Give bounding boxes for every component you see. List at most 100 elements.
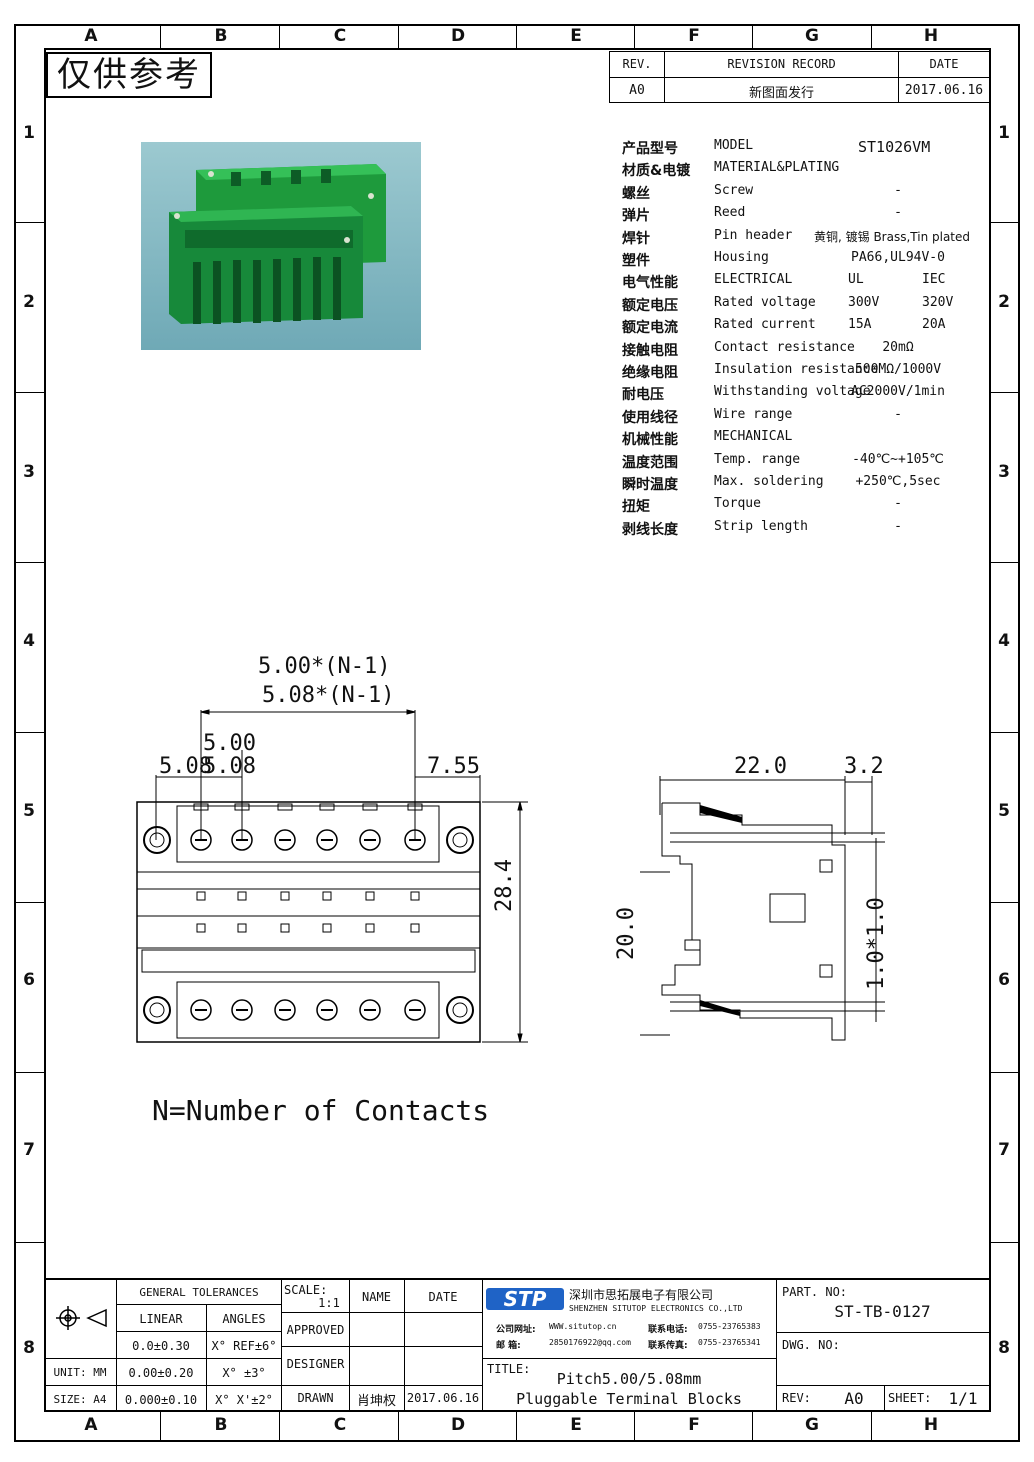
angles-label: ANGLES — [222, 1312, 266, 1326]
row-1-right: 1 — [998, 123, 1010, 143]
terminal-screw — [231, 829, 253, 851]
spec-value: UL — [848, 272, 864, 288]
drawn-date: 2017.06.16 — [406, 1391, 480, 1405]
row-7-right: 7 — [998, 1140, 1010, 1160]
pin-hole — [410, 891, 420, 901]
spec-row: 机械性能 MECHANICAL — [622, 429, 990, 451]
dim-p1: 5.00 — [203, 731, 256, 756]
spec-label-cn: 额定电流 — [622, 320, 678, 337]
revision-record-header: REVISION RECORD — [727, 57, 836, 71]
col-h-bottom: H — [923, 1415, 939, 1435]
spec-label-en: Withstanding voltage — [714, 384, 871, 400]
dwg-no-label: DWG. NO: — [782, 1338, 840, 1352]
spec-value: - — [894, 518, 902, 534]
spec-label-en: Torque — [714, 496, 761, 512]
mail-value: 2850176922@qq.com — [549, 1338, 631, 1347]
contacts-note: N=Number of Contacts — [152, 1094, 490, 1127]
spec-value-iec: IEC — [922, 272, 946, 288]
company-logo-text: STP — [503, 1287, 547, 1311]
name-header: NAME — [362, 1290, 391, 1304]
spec-label-en: MODEL — [714, 138, 754, 153]
title-label: TITLE: — [487, 1362, 531, 1376]
spec-label-cn: 机械性能 — [622, 432, 678, 449]
fax-value: 0755-23765341 — [698, 1338, 761, 1347]
col-a-bottom: A — [84, 1415, 98, 1435]
terminal-screw — [316, 829, 338, 851]
terminal-screw — [231, 999, 253, 1021]
terminal-screw — [404, 829, 426, 851]
terminal-screw — [359, 999, 381, 1021]
size-label: SIZE: A4 — [53, 1393, 107, 1406]
row-7: 7 — [23, 1140, 35, 1160]
tol-linear-1: 0.0±0.30 — [132, 1339, 190, 1353]
spec-label-cn: 使用线径 — [622, 409, 678, 426]
spec-label-en: Rated voltage — [714, 294, 816, 310]
dim-p3: 5.08 — [203, 754, 256, 779]
dim-side-pin-width: 1.0*1.0 — [864, 897, 889, 990]
pin-hole — [280, 891, 290, 901]
reference-only-stamp: 仅供参考 — [46, 52, 212, 98]
drawn-label: DRAWN — [297, 1391, 334, 1405]
row-6-right: 6 — [998, 970, 1010, 990]
col-c: C — [333, 26, 347, 46]
tol-linear-2: 0.00±0.20 — [128, 1366, 194, 1380]
pin-hole — [410, 923, 420, 933]
spec-value: - — [894, 496, 902, 512]
row-8: 8 — [23, 1338, 35, 1358]
col-a: A — [84, 26, 98, 46]
dim-height: 28.4 — [492, 859, 517, 912]
revision-record-box: REV. REVISION RECORD DATE A0 新图面发行 2017.… — [609, 51, 990, 103]
dim-pitch-500: 5.00*(N-1) — [258, 654, 391, 679]
linear-label: LINEAR — [139, 1312, 183, 1326]
spec-label-en: MECHANICAL — [714, 429, 793, 445]
part-no-label: PART. NO: — [782, 1285, 848, 1299]
dim-side-pin: 3.2 — [844, 754, 884, 779]
spec-value-iec: 20A — [922, 317, 946, 333]
spec-value: 黄铜, 镀锡 Brass,Tin plated — [814, 229, 971, 244]
spec-value-iec: 320V — [922, 294, 954, 310]
spec-label-cn: 剥线长度 — [622, 521, 678, 538]
spec-value: 300V — [848, 294, 880, 310]
pin-hole — [365, 923, 375, 933]
tol-angle-3: X° X'±2° — [215, 1393, 273, 1407]
tol-angle-2: X° ±3° — [222, 1366, 266, 1380]
terminal-screw — [359, 829, 381, 851]
drawing-inner-frame — [44, 48, 991, 1412]
row-5: 5 — [23, 801, 35, 821]
terminal-screw — [190, 999, 212, 1021]
revision-record-value: 新图面发行 — [748, 86, 814, 101]
wire-entry — [277, 803, 293, 811]
col-d: D — [450, 26, 466, 46]
spec-label-en: ELECTRICAL — [714, 272, 793, 288]
scale-label: SCALE: — [284, 1283, 328, 1297]
spec-label-en: Reed — [714, 205, 746, 221]
approved-label: APPROVED — [286, 1323, 345, 1337]
pin-hole — [237, 923, 247, 933]
spec-label-en: Rated current — [714, 317, 816, 333]
spec-label-en: Temp. range — [714, 451, 801, 467]
product-photo — [141, 142, 421, 350]
spec-label-cn: 瞬时温度 — [622, 477, 678, 493]
sheet-value: 1/1 — [948, 1389, 978, 1408]
part-no-value: ST-TB-0127 — [834, 1302, 931, 1321]
drawing-outer-frame — [14, 24, 1020, 1442]
date-header: DATE — [929, 57, 959, 71]
spec-value: - — [894, 182, 902, 198]
title-line-2: Pluggable Terminal Blocks — [516, 1390, 742, 1408]
spec-label-cn: 产品型号 — [622, 141, 678, 157]
spec-label-en: Contact resistance — [714, 339, 855, 355]
col-d-bottom: D — [450, 1415, 466, 1435]
unit-label: UNIT: MM — [53, 1366, 107, 1379]
spec-label-en: MATERIAL&PLATING — [714, 160, 840, 176]
col-h: H — [923, 26, 939, 46]
